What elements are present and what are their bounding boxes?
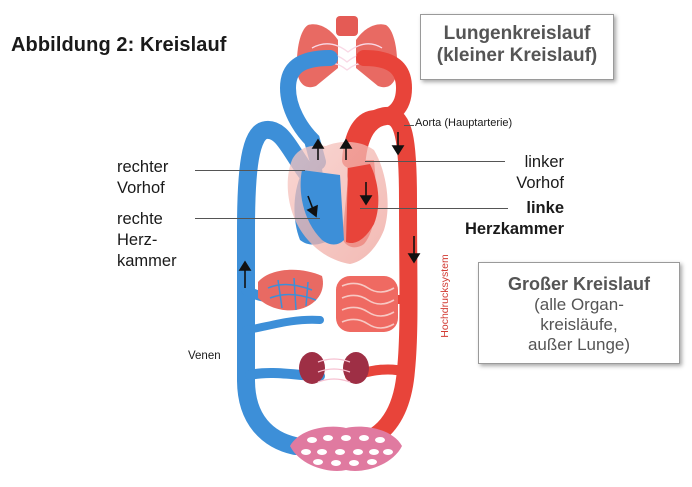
leader-rechter-vorhof [195, 170, 305, 171]
flow-arrows [238, 132, 421, 288]
leader-linke-herzkammer [360, 208, 508, 209]
label-hochdrucksystem: Hochdrucksystem [439, 254, 451, 338]
liver [258, 269, 323, 311]
label-linker-vorhof-line1: linker [524, 153, 564, 171]
label-linker-vorhof-line2: Vorhof [516, 174, 564, 192]
grosser-kreislauf-line4: außer Lunge) [527, 335, 631, 354]
heart [287, 141, 388, 264]
figure-title: Abbildung 2: Kreislauf [11, 34, 227, 56]
label-venen: Venen [188, 350, 221, 362]
grosser-kreislauf-title: Großer Kreislauf [507, 274, 651, 294]
label-rechte-herzkammer-line3: kammer [117, 252, 177, 270]
label-rechte-herzkammer-line2: Herz- [117, 231, 158, 249]
label-linke-herzkammer: linke Herzkammer [465, 198, 564, 240]
grosser-kreislauf-line2: (alle Organ- [534, 295, 624, 314]
label-linke-herzkammer-line2: Herzkammer [464, 220, 564, 238]
grosser-kreislauf-line3: kreisläufe, [540, 315, 618, 334]
label-linke-herzkammer-line1: linke [526, 199, 564, 217]
kidneys [299, 352, 369, 384]
lower-capillary-bed [290, 426, 402, 471]
intestine [336, 276, 398, 332]
leader-linker-vorhof [365, 161, 505, 162]
label-rechter-vorhof-line1: rechter [117, 158, 169, 176]
label-rechte-herzkammer: rechte Herz- kammer [117, 209, 177, 272]
lungenkreislauf-subtitle: (kleiner Kreislauf) [436, 45, 598, 66]
label-linker-vorhof: linker Vorhof [516, 152, 564, 194]
vein-network [236, 50, 338, 455]
leader-aorta [404, 125, 414, 126]
grosser-kreislauf-box: Großer Kreislauf (alle Organ- kreisläufe… [478, 262, 680, 364]
label-rechter-vorhof: rechter Vorhof [117, 157, 168, 199]
lungenkreislauf-title: Lungenkreislauf [443, 23, 591, 44]
lungenkreislauf-box: Lungenkreislauf (kleiner Kreislauf) [420, 14, 614, 80]
label-rechter-vorhof-line2: Vorhof [117, 179, 165, 197]
leader-rechte-herzkammer [195, 218, 320, 219]
label-aorta: Aorta (Hauptarterie) [415, 117, 513, 129]
label-rechte-herzkammer-line1: rechte [117, 210, 163, 228]
